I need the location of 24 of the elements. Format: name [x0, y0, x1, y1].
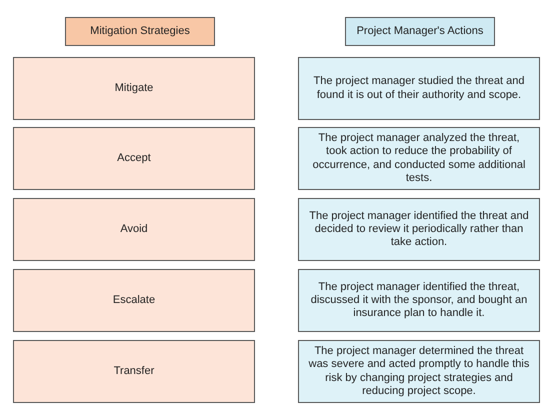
strategy-box	[13, 127, 255, 190]
strategy-label: Mitigate	[114, 82, 154, 96]
action-text: The project manager analyzed the threat, took action to reduce the probability of occurrence, and conducted some additional tests.	[312, 132, 526, 185]
action-text: The project manager identified the threat and decided to review it periodically rather than take action.	[308, 210, 530, 250]
strategy-label: Transfer	[114, 364, 154, 378]
header-box	[65, 17, 215, 46]
action-box	[298, 269, 540, 332]
action-box	[298, 57, 540, 120]
action-box	[298, 127, 540, 190]
strategy-label: Accept	[117, 152, 151, 166]
strategy-box	[13, 269, 255, 332]
action-text: The project manager studied the threat and found it is out of their authority and scope.	[312, 75, 526, 102]
strategy-label: Avoid	[120, 222, 148, 236]
column-heading: Mitigation Strategies	[90, 24, 190, 38]
strategy-label: Escalate	[112, 294, 156, 308]
action-box	[298, 198, 540, 261]
strategy-box	[13, 198, 255, 261]
action-text: The project manager determined the threat was severe and acted promptly to handle this risk by changing project strategies and reducing project scope.	[308, 345, 530, 398]
action-box	[298, 340, 540, 403]
strategy-box	[13, 57, 255, 120]
strategy-box	[13, 340, 255, 403]
header-box	[345, 17, 495, 46]
action-text: The project manager identified the threat, discussed it with the sponsor, and bought an insurance plan to handle it.	[310, 280, 528, 320]
column-heading: Project Manager's Actions	[356, 24, 484, 38]
